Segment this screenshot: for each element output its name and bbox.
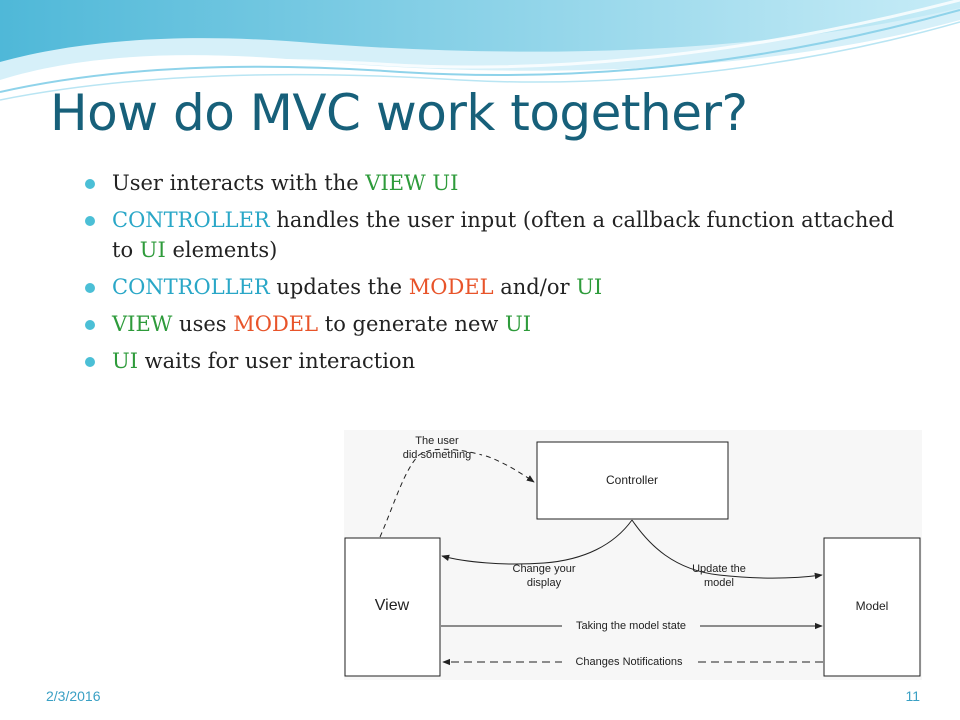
notifications-label-bg	[562, 654, 696, 668]
keyword-model: MODEL	[408, 275, 494, 299]
change-display-arrow	[441, 519, 633, 565]
bullet-text: User interacts with the	[112, 171, 366, 195]
keyword-view: VIEW UI	[365, 171, 459, 195]
bullet-text: uses	[172, 312, 234, 336]
keyword-ctrl: CONTROLLER	[112, 208, 270, 232]
footer-date: 2/3/2016	[46, 688, 101, 704]
page-title: How do MVC work together?	[50, 84, 748, 142]
keyword-view: UI	[505, 312, 532, 336]
bullet-text: updates the	[269, 275, 409, 299]
update-model-arrow	[631, 519, 823, 580]
user-action-arrow	[485, 455, 535, 483]
controller-label: Controller	[606, 473, 658, 487]
user-did-line2: did something	[403, 449, 472, 461]
bullet-text: to generate new	[318, 312, 506, 336]
keyword-view: UI	[112, 349, 138, 373]
mvc-diagram: Controller View Model The user did somet…	[344, 430, 922, 680]
model-label: Model	[856, 599, 889, 613]
bullet-text: waits for user interaction	[138, 349, 416, 373]
change-display-line2: display	[527, 577, 562, 589]
keyword-ctrl: CONTROLLER	[112, 275, 270, 299]
user-action-arrow-line	[379, 448, 483, 538]
bullet-item: VIEW uses MODEL to generate new UI	[82, 309, 912, 339]
keyword-view: UI	[576, 275, 603, 299]
view-label: View	[375, 597, 410, 614]
notifications-label: Changes Notifications	[575, 656, 683, 668]
bullet-item: UI waits for user interaction	[82, 346, 912, 376]
keyword-model: MODEL	[233, 312, 319, 336]
bullet-text: elements)	[165, 238, 278, 262]
keyword-view: VIEW	[112, 312, 173, 336]
bullet-item: CONTROLLER handles the user input (often…	[82, 205, 912, 265]
keyword-view: UI	[139, 238, 166, 262]
taking-state-label-bg	[562, 618, 700, 632]
page-number: 11	[905, 688, 920, 704]
bullet-item: CONTROLLER updates the MODEL and/or UI	[82, 272, 912, 302]
update-model-line1: Update the	[692, 563, 746, 575]
taking-state-label: Taking the model state	[576, 620, 686, 632]
model-box	[823, 537, 921, 677]
user-did-line1: The user	[415, 435, 459, 447]
bullet-item: User interacts with the VIEW UI	[82, 168, 912, 198]
controller-box	[536, 441, 729, 520]
header-wave-decoration	[0, 0, 960, 101]
change-display-line1: Change your	[513, 563, 576, 575]
bullet-text: handles the user input (often a callback…	[112, 208, 895, 262]
update-model-line2: model	[704, 577, 734, 589]
bullet-text: and/or	[493, 275, 577, 299]
view-box	[344, 537, 441, 677]
